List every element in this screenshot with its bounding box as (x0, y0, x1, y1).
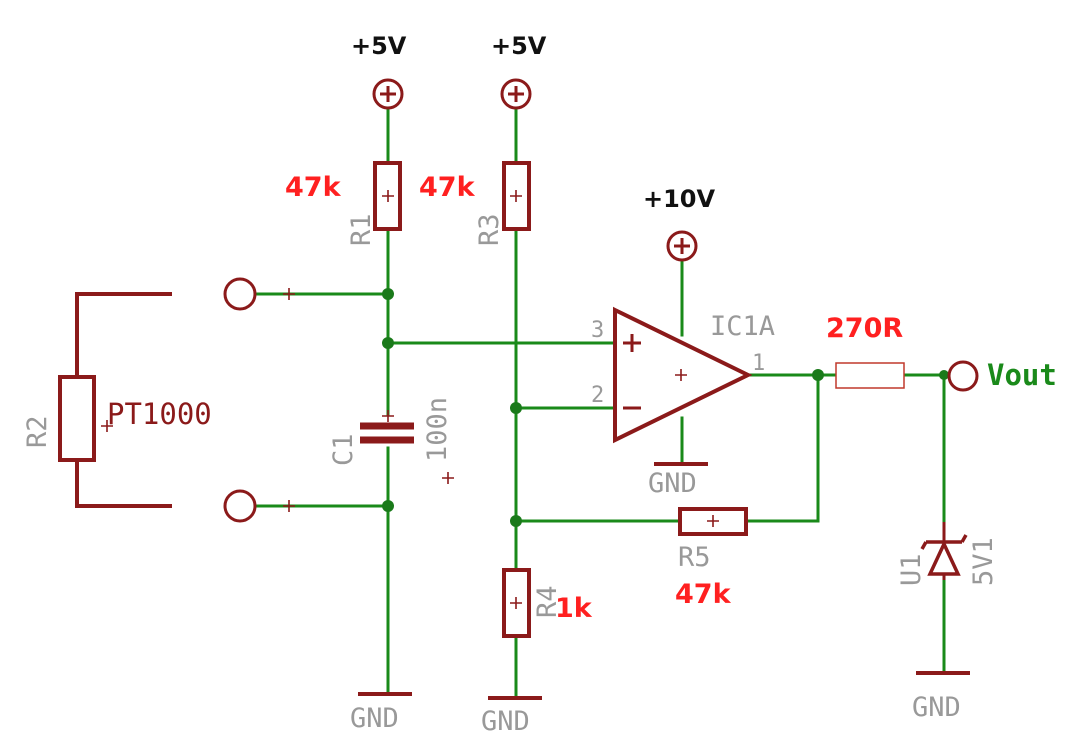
plus-icon (380, 86, 396, 102)
opamp-pin-plus: 3 (591, 318, 604, 343)
supply-label-r3: +5V (491, 32, 547, 60)
r4-value: 1k (555, 593, 593, 624)
supply-circle-icon (372, 78, 404, 110)
origin-cross-icon (510, 190, 522, 202)
plus-icon (623, 334, 641, 352)
opamp-triangle-icon (613, 306, 753, 444)
resistor-body-icon (835, 362, 905, 389)
wire-feedback-right (744, 373, 820, 523)
r2-value: PT1000 (107, 397, 212, 431)
r1-value: 47k (285, 172, 342, 203)
ground-r4: GND (481, 696, 542, 737)
supply-opamp: +10V (643, 185, 716, 262)
plus-icon (508, 86, 524, 102)
r2-lead-icon (75, 292, 172, 508)
r4-name: R4 (532, 585, 563, 618)
ground-left: GND (350, 692, 412, 734)
junction-dot (510, 402, 522, 414)
junction-dot (812, 369, 824, 381)
resistor-body-icon (502, 568, 531, 638)
ground-label-r4: GND (481, 706, 530, 737)
ground-label-opamp: GND (648, 468, 697, 499)
supply-circle-icon (666, 230, 698, 262)
origin-cross-icon (707, 515, 719, 527)
resistor-r4: R4 1k (502, 568, 593, 638)
resistor-r2: R2 PT1000 (22, 292, 212, 508)
u1-value: 5V1 (968, 537, 999, 586)
origin-cross-icon (283, 500, 295, 512)
r5-name: R5 (678, 542, 711, 573)
supply-label-r1: +5V (351, 32, 407, 60)
c1-name: C1 (328, 433, 359, 466)
supply-r3: +5V (491, 32, 547, 110)
origin-cross-icon (382, 190, 394, 202)
resistor-output: 270R (826, 313, 905, 389)
terminal-circle-icon (223, 277, 257, 311)
vout-terminal: Vout (947, 358, 1057, 392)
junction-dot (939, 370, 949, 380)
ground-zener: GND (912, 671, 970, 723)
plus-icon (674, 238, 690, 254)
r1-name: R1 (346, 213, 377, 246)
opamp-pin-minus: 2 (591, 383, 604, 408)
resistor-r5: R5 47k (675, 507, 748, 610)
r2-name: R2 (22, 415, 53, 448)
origin-cross-icon (442, 472, 454, 484)
vout-label: Vout (987, 358, 1057, 392)
r3-name: R3 (474, 213, 505, 246)
resistor-body-icon (678, 507, 748, 536)
origin-cross-icon (675, 369, 687, 381)
ground-label-zener: GND (912, 692, 961, 723)
terminal-bottom (223, 489, 295, 523)
terminal-top (223, 277, 295, 311)
resistor-r1: 47k R1 (285, 161, 402, 246)
origin-cross-icon (382, 410, 394, 422)
opamp-name: IC1A (710, 311, 775, 342)
output-resistor-value: 270R (826, 313, 903, 344)
c1-value: 100n (422, 397, 453, 462)
junction-dot (382, 288, 394, 300)
resistor-body-icon (502, 161, 531, 231)
ground-opamp: GND (648, 462, 708, 499)
junction-dot (382, 337, 394, 349)
terminal-circle-icon (223, 489, 257, 523)
origin-cross-icon (101, 420, 113, 432)
junction-dot (510, 515, 522, 527)
opamp-ic1a: IC1A 3 2 1 (591, 306, 775, 444)
supply-circle-icon (500, 78, 532, 110)
resistor-body-icon (373, 161, 402, 231)
r3-value: 47k (419, 172, 476, 203)
ground-label-left: GND (350, 703, 399, 734)
origin-cross-icon (510, 597, 522, 609)
zener-triangle-icon (927, 539, 961, 576)
capacitor-c1: C1 100n (328, 397, 454, 484)
resistor-r3: 47k R3 (419, 161, 531, 246)
u1-name: U1 (896, 553, 927, 586)
zener-u1: U1 5V1 (896, 522, 999, 586)
supply-r1: +5V (351, 32, 407, 110)
origin-cross-icon (283, 288, 295, 300)
r5-value: 47k (675, 579, 732, 610)
opamp-pin-out: 1 (752, 351, 765, 376)
junction-dot (382, 500, 394, 512)
junctions (382, 288, 949, 527)
terminal-circle-icon (947, 360, 979, 392)
resistor-body-icon (58, 375, 96, 462)
supply-label-opamp: +10V (643, 185, 716, 213)
